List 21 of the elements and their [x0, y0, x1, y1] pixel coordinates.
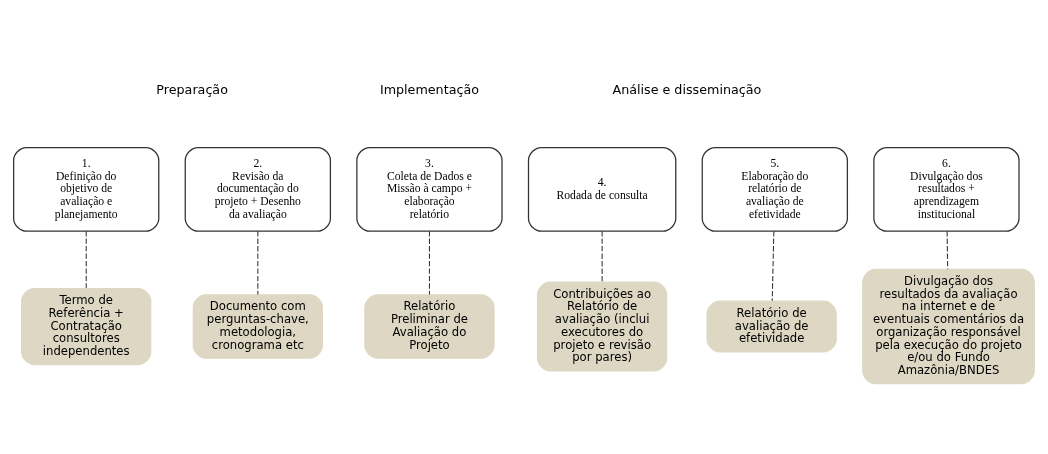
node-box: Relatório de avaliação de efetividade [706, 300, 837, 352]
node-box: Termo de Referência + Contratação consultores independentes [21, 287, 152, 365]
node-box: Documento com perguntas-chave, metodologia, cronograma etc [192, 293, 323, 359]
node-box: 2. Revisão da documentação do projeto + Desenho da avaliação [184, 146, 332, 232]
connector [771, 230, 775, 301]
connector [257, 230, 259, 295]
node-box: 4. Rodada de consulta [527, 146, 677, 232]
node-box: Relatório Preliminar de Avaliação do Projeto [364, 293, 495, 359]
label: Preparação [156, 81, 228, 97]
node-box: Contribuições ao Relatório de avaliação (inclui executores do projeto e revisão por pares) [537, 281, 668, 372]
connector [946, 230, 949, 270]
connector [601, 230, 603, 282]
label: Análise e disseminação [612, 81, 762, 97]
node-box: 3. Coleta de Dados e Missão à campo + elaboração relatório [356, 146, 503, 232]
label: Implementação [379, 81, 479, 97]
node-box: 6. Divulgação dos resultados + aprendizagem institucional [873, 146, 1020, 232]
connector [428, 230, 430, 295]
node-box: Divulgação dos resultados da avaliação na internet e de eventuais comentários da organização responsável pela execução do projeto e/ou do Fundo Amazônia/BNDES [862, 268, 1035, 384]
node-box: 1. Definição do objetivo de avaliação e planejamento [13, 146, 160, 232]
node-box: 5. Elaboração do relatório de avaliação de efetividade [701, 146, 848, 232]
connector [85, 230, 87, 288]
